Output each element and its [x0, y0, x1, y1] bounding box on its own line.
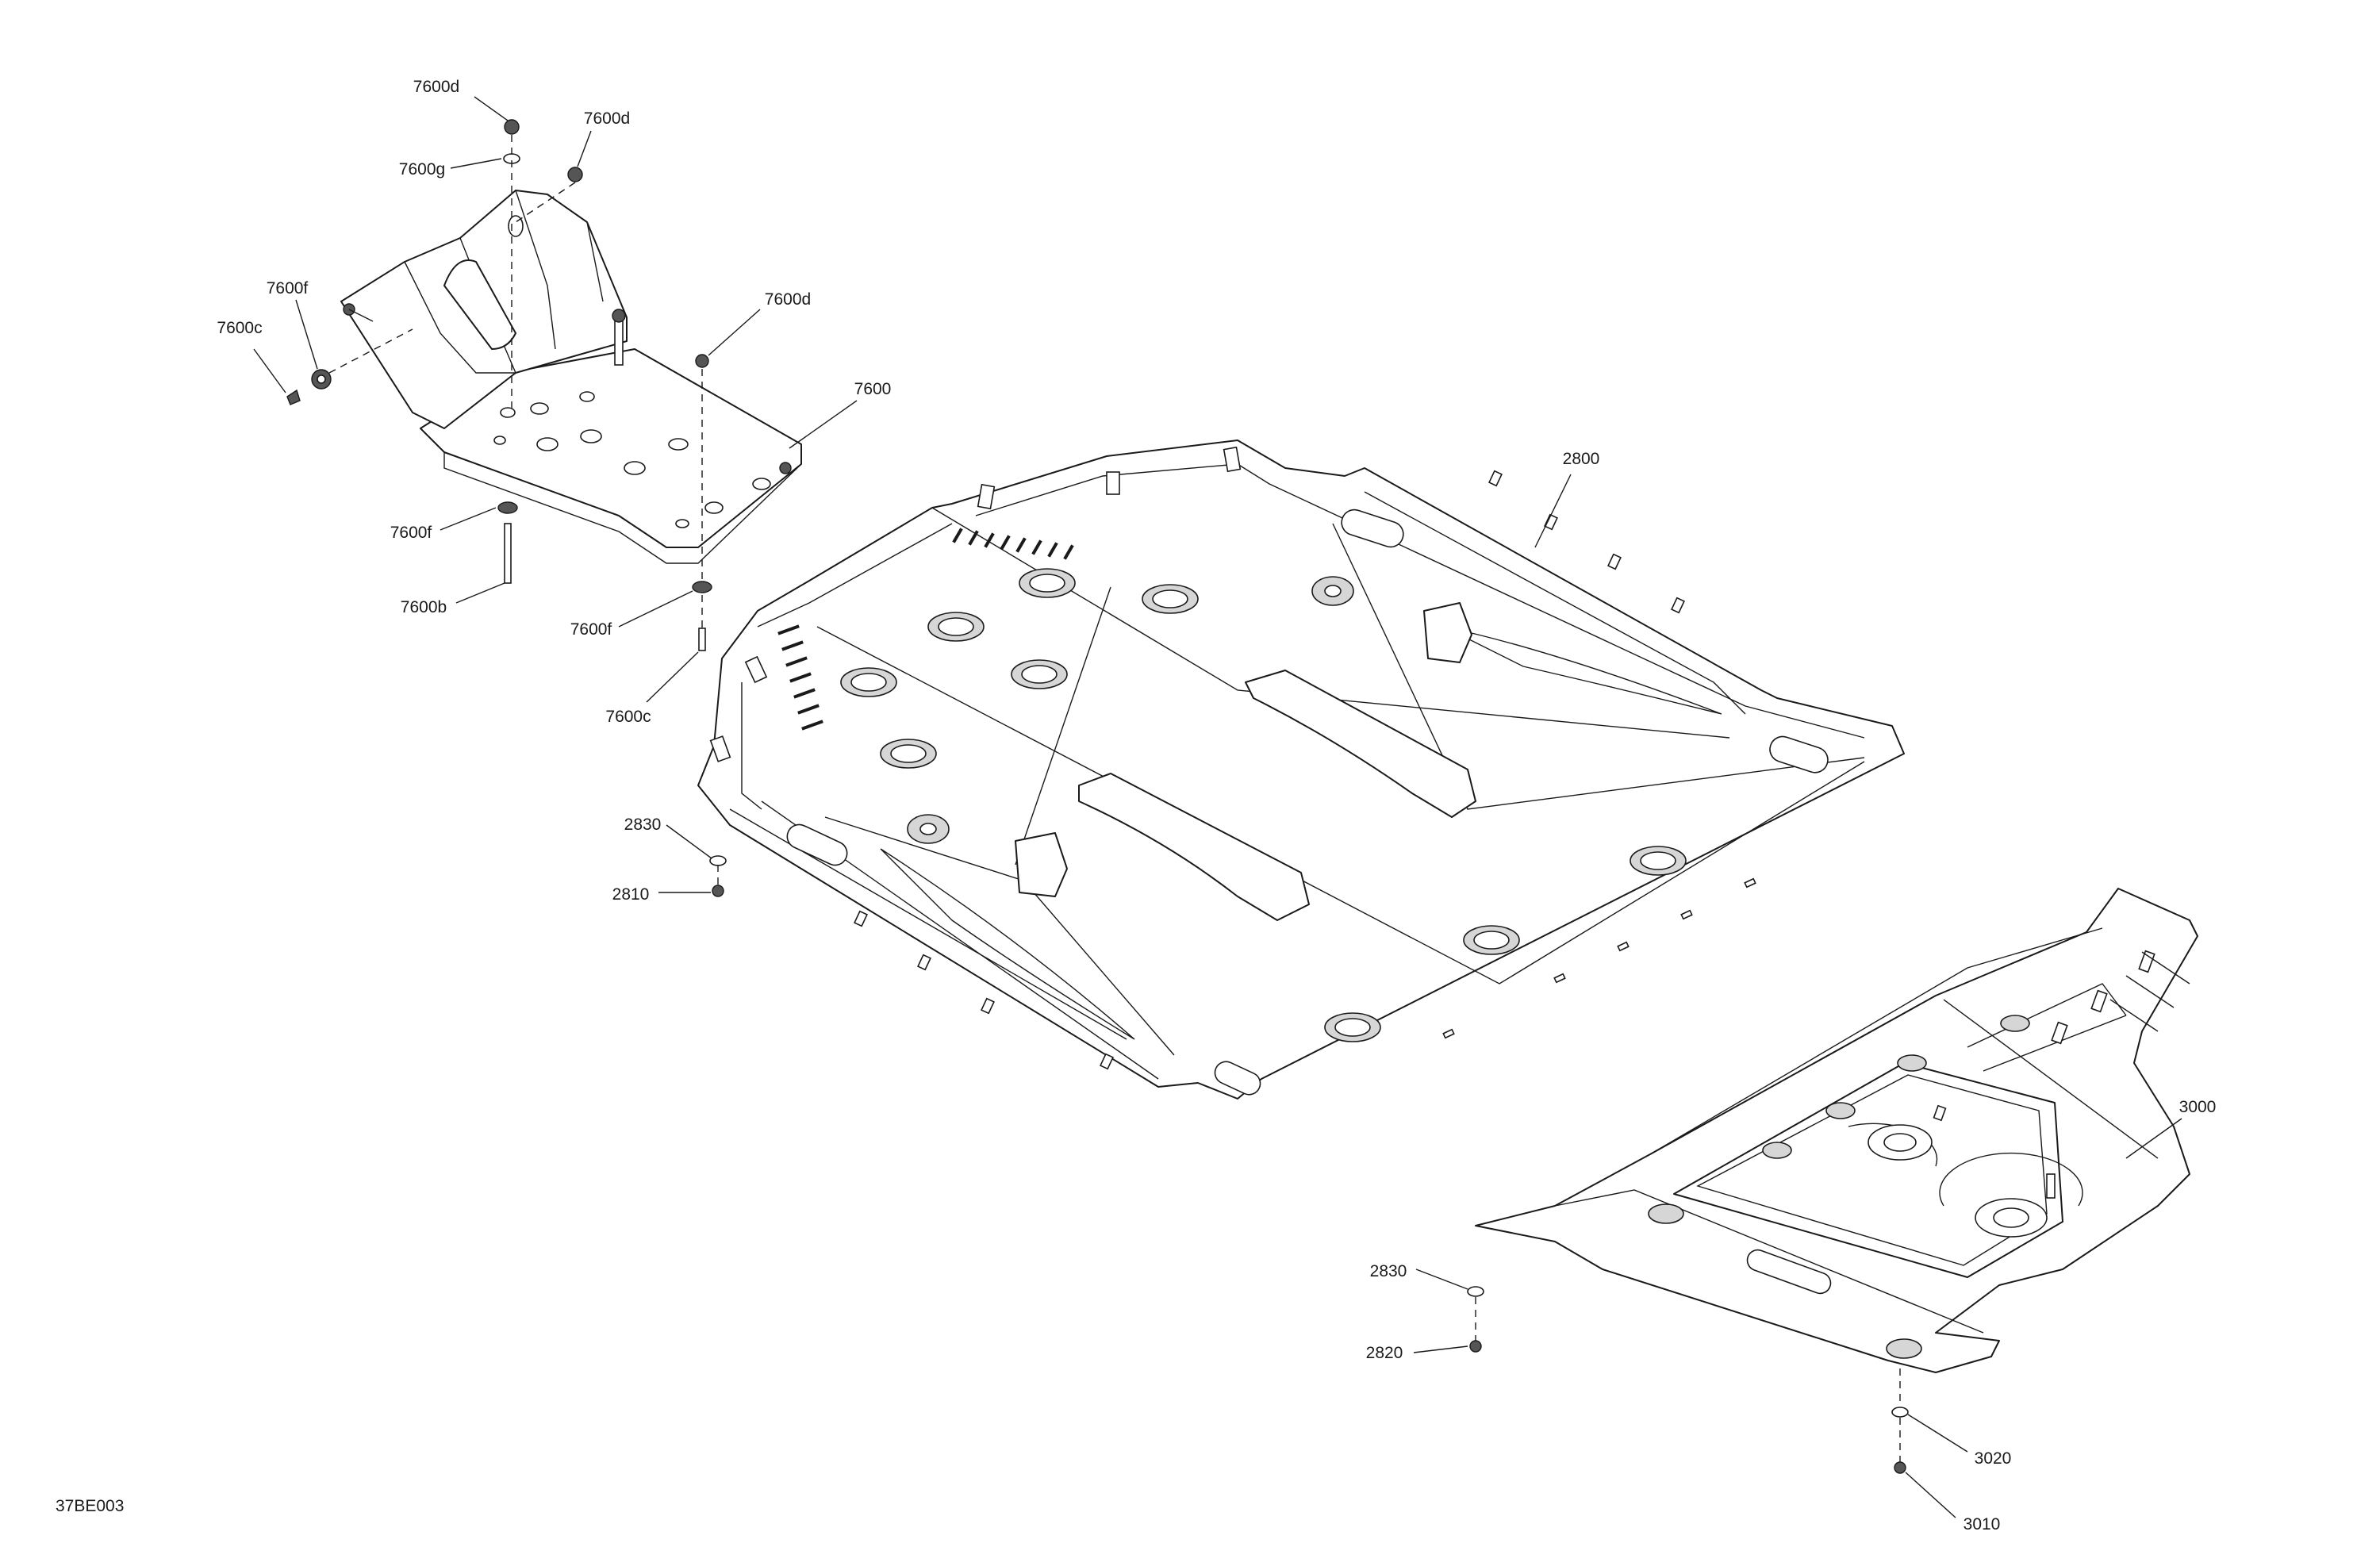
vent-slots [777, 528, 1074, 731]
washer-2830-right [1467, 1286, 1484, 1297]
skid-plate-3000 [1475, 888, 2198, 1373]
washer-3020 [1891, 1407, 1909, 1418]
callout-7600f-left: 7600f [267, 279, 309, 297]
nut-7600d-mid [695, 354, 709, 368]
callout-7600c-left: 7600c [217, 319, 262, 337]
callout-3020: 3020 [1975, 1449, 2012, 1468]
nut-7600d-top [504, 119, 520, 135]
nut-7600d-right [567, 167, 583, 182]
callout-7600d-mid: 7600d [765, 290, 811, 309]
callout-2820: 2820 [1366, 1344, 1403, 1362]
callout-labels: 7600d 7600d 7600g 7600f 7600c 7600d 7600… [217, 78, 2216, 1533]
callout-3010: 3010 [1964, 1515, 2001, 1533]
screw-2820 [1469, 1340, 1482, 1353]
callout-7600f-low: 7600f [390, 524, 432, 542]
washer-7600f-mid [692, 581, 712, 593]
screw-2810 [712, 885, 724, 897]
skid-plate-2800 [697, 439, 1905, 1100]
callout-7600f-mid: 7600f [570, 620, 612, 639]
callout-7600g: 7600g [399, 160, 445, 178]
bolt-7600c-mid [698, 628, 706, 651]
hardware-3000 [1467, 1286, 1909, 1474]
callout-7600d-top: 7600d [413, 78, 459, 96]
callout-2830-left: 2830 [624, 816, 662, 834]
callout-7600c-mid: 7600c [605, 708, 651, 726]
callout-3000: 3000 [2179, 1098, 2217, 1116]
callout-2800: 2800 [1563, 450, 1600, 468]
callout-7600d-right: 7600d [584, 109, 630, 128]
hardware-7600 [286, 119, 712, 651]
bolt-7600c-left [286, 389, 301, 405]
leader-lines [253, 96, 2182, 1518]
callout-2830-right: 2830 [1370, 1262, 1407, 1280]
drawing-code: 37BE003 [56, 1497, 124, 1515]
callout-7600b: 7600b [401, 598, 447, 616]
callout-2810: 2810 [612, 885, 650, 904]
skid-plate-7600 [340, 190, 802, 564]
callout-7600: 7600 [854, 380, 892, 398]
bolt-7600b [504, 523, 512, 584]
screw-3010 [1894, 1461, 1906, 1474]
washer-2830-left [709, 855, 727, 866]
hardware-2800 [709, 855, 727, 897]
washer-7600f-low [497, 501, 518, 514]
